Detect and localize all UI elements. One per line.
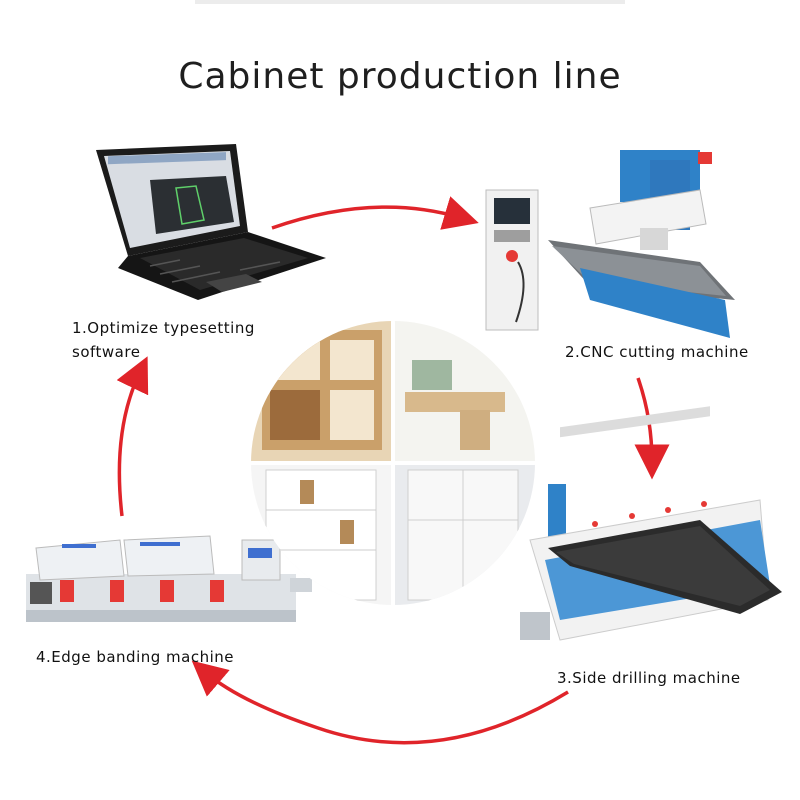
step-label-side-drilling: 3.Side drilling machine [557, 669, 741, 687]
step-label-cnc-cutting: 2.CNC cutting machine [565, 343, 749, 361]
drilling-machine-icon [520, 406, 782, 641]
arrow-4-to-1 [116, 356, 149, 517]
edge-banding-machine-icon [26, 535, 312, 622]
laptop-icon [96, 144, 326, 300]
step-label-optimize-software: 1.Optimize typesetting software [72, 319, 255, 361]
top-bar [195, 0, 625, 4]
cabinet-collage [251, 321, 535, 605]
arrow-1-to-2 [271, 196, 479, 230]
page-title: Cabinet production line [178, 56, 622, 97]
cnc-machine-icon [485, 150, 735, 338]
arrow-3-to-4 [191, 660, 569, 745]
step-label-edge-banding: 4.Edge banding machine [36, 648, 234, 666]
